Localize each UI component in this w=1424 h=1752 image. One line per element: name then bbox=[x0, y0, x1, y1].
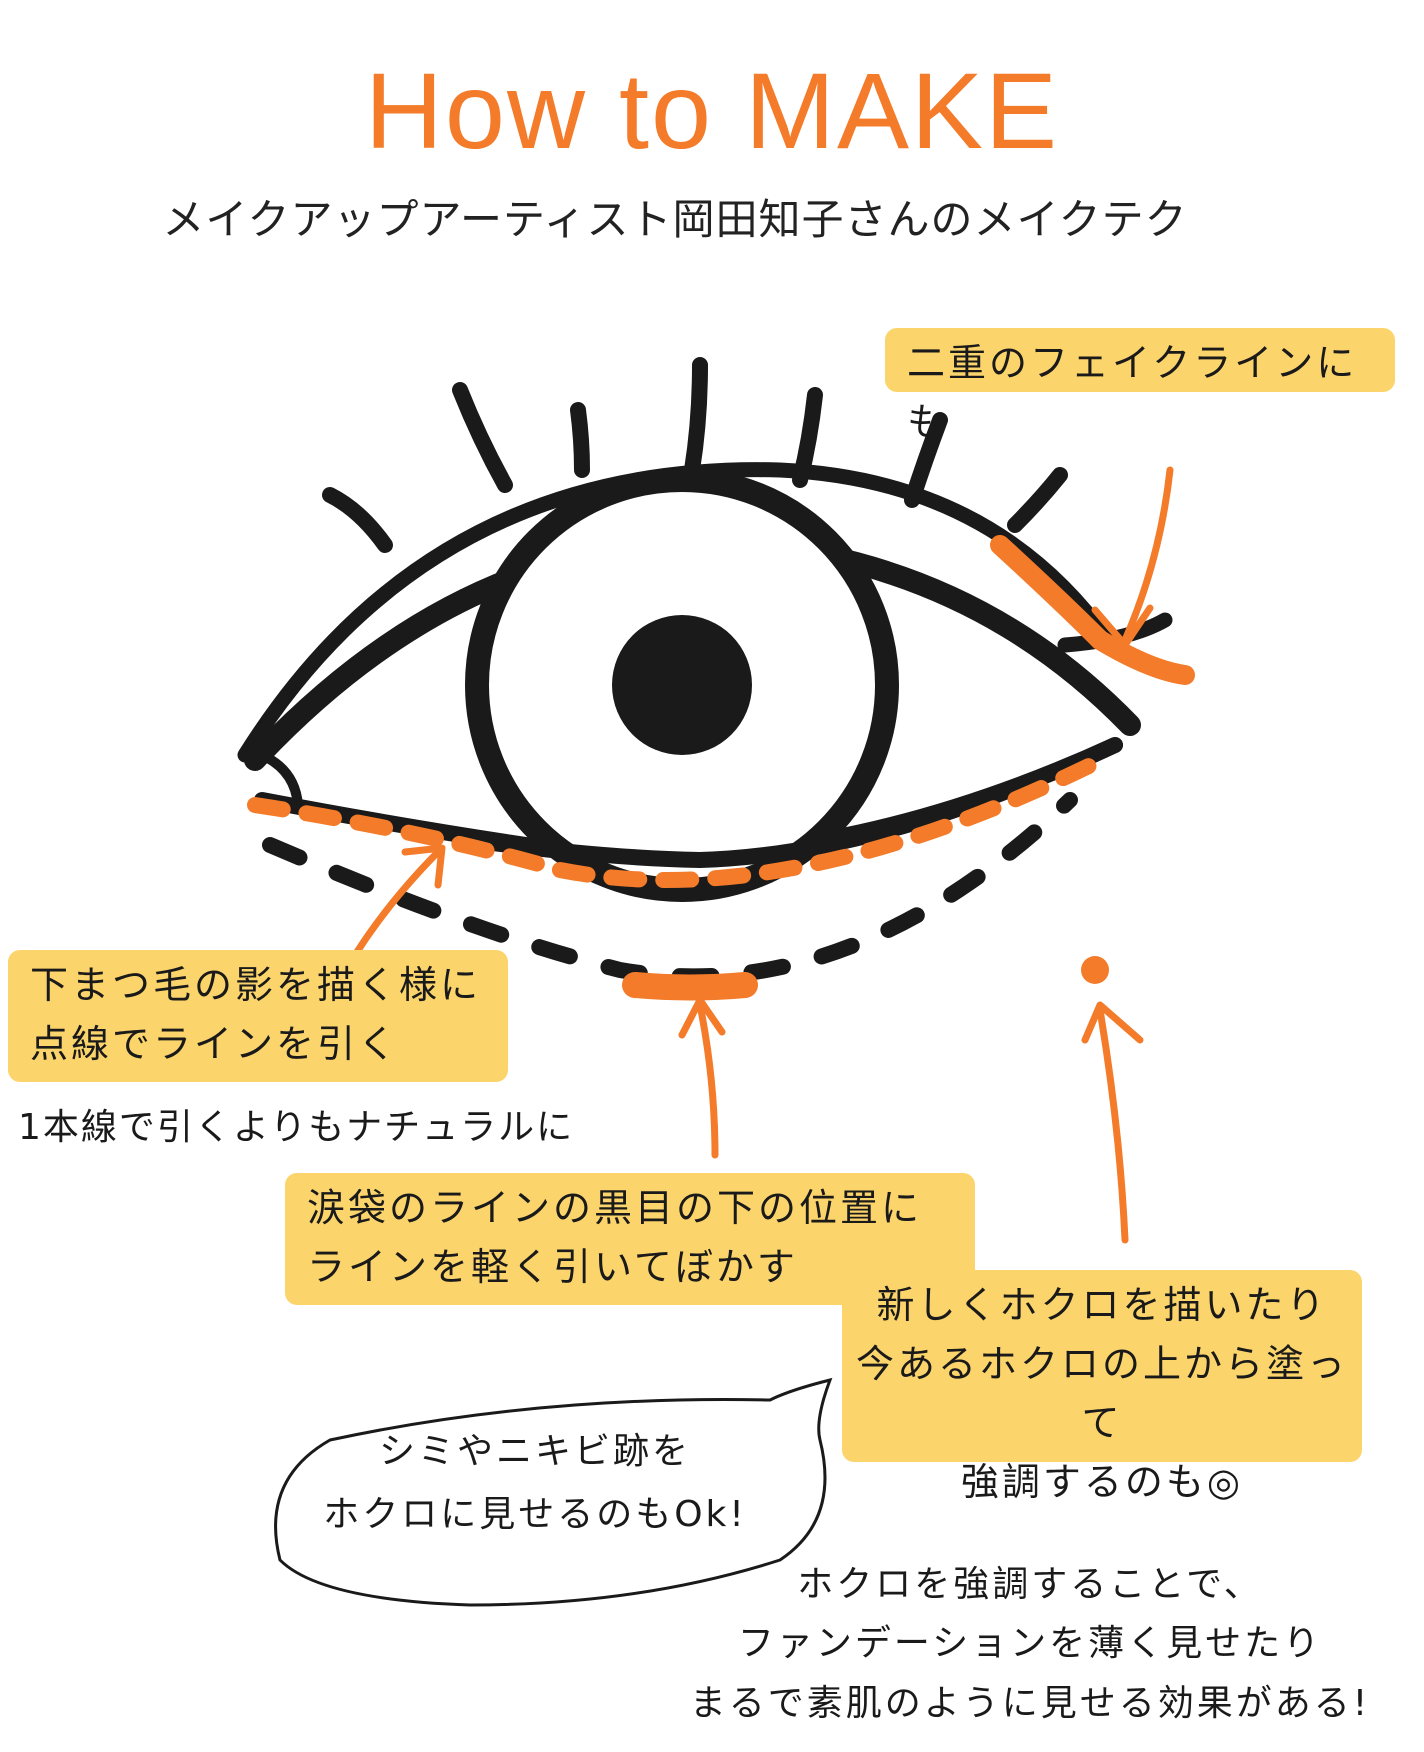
tear-bag-highlight-line bbox=[622, 972, 758, 1001]
pupil bbox=[612, 615, 752, 755]
callout-text: 点線でラインを引く bbox=[30, 1021, 400, 1066]
arrow-double-eyelid bbox=[1121, 466, 1174, 644]
note-line: まるで素肌のように見せる効果がある! bbox=[689, 1682, 1371, 1724]
crease-tail bbox=[1057, 612, 1173, 653]
page-title: How to MAKE bbox=[364, 50, 1060, 171]
eyelash bbox=[1007, 467, 1068, 533]
eyelash bbox=[452, 382, 513, 493]
arrow-head bbox=[401, 844, 446, 889]
eyelash bbox=[684, 357, 708, 478]
arrows bbox=[351, 466, 1174, 1244]
speech-bubble-text: シミやニキビ跡を ホクロに見せるのもOk! bbox=[300, 1420, 770, 1546]
arrow-head bbox=[678, 996, 726, 1039]
note-line: ホクロを強調することで、 bbox=[797, 1564, 1263, 1605]
eyelash bbox=[322, 487, 393, 553]
callout-text: 新しくホクロを描いたり bbox=[876, 1283, 1328, 1327]
tear-bag-dashed-line bbox=[262, 792, 1078, 985]
callout-text: 涙袋のラインの黒目の下の位置に bbox=[307, 1186, 923, 1230]
arrow-head bbox=[1081, 1001, 1144, 1044]
arrow-head bbox=[1091, 604, 1154, 649]
arrow-mole bbox=[1096, 1006, 1129, 1244]
callout-text: 今あるホクロの上から塗って bbox=[855, 1341, 1348, 1445]
fake-crease-line bbox=[990, 535, 1195, 685]
bubble-line: ホクロに見せるのもOk! bbox=[323, 1494, 747, 1535]
note-line: ファンデーションを薄く見せたり bbox=[737, 1623, 1323, 1665]
callout-double-eyelid: 二重のフェイクラインにも bbox=[885, 328, 1395, 444]
callout-lower-lash: 下まつ毛の影を描く様に 点線でラインを引く bbox=[8, 950, 508, 1082]
callout-tear-bag: 涙袋のラインの黒目の下の位置に ラインを軽く引いてぼかす bbox=[285, 1173, 975, 1305]
lower-lash-note: 1本線で引くよりもナチュラルに bbox=[18, 1107, 575, 1148]
bubble-line: シミやニキビ跡を bbox=[378, 1431, 691, 1472]
arrow-tear-bag bbox=[696, 1001, 719, 1159]
lower-eyelid-front bbox=[462, 737, 1123, 869]
arrow-lower-lash bbox=[351, 846, 444, 959]
callout-text: ラインを軽く引いてぼかす bbox=[307, 1244, 798, 1289]
double-eyelid-crease bbox=[237, 462, 1123, 763]
bottom-note: ホクロを強調することで、 ファンデーションを薄く見せたり まるで素肌のように見せ… bbox=[640, 1555, 1420, 1733]
page-subtitle: メイクアップアーティスト岡田知子さんのメイクテク bbox=[162, 195, 1188, 244]
callout-text: 二重のフェイクラインにも bbox=[907, 341, 1358, 444]
callout-text: 下まつ毛の影を描く様に bbox=[30, 963, 482, 1007]
mole-dot bbox=[1081, 956, 1109, 984]
callout-text: 強調するのも◎ bbox=[960, 1459, 1244, 1504]
callout-mole: 新しくホクロを描いたり 今あるホクロの上から塗って 強調するのも◎ bbox=[842, 1270, 1362, 1504]
speech-bubble bbox=[274, 1377, 833, 1607]
lower-lash-dotted-line bbox=[247, 750, 1113, 888]
eyelash bbox=[570, 402, 590, 478]
